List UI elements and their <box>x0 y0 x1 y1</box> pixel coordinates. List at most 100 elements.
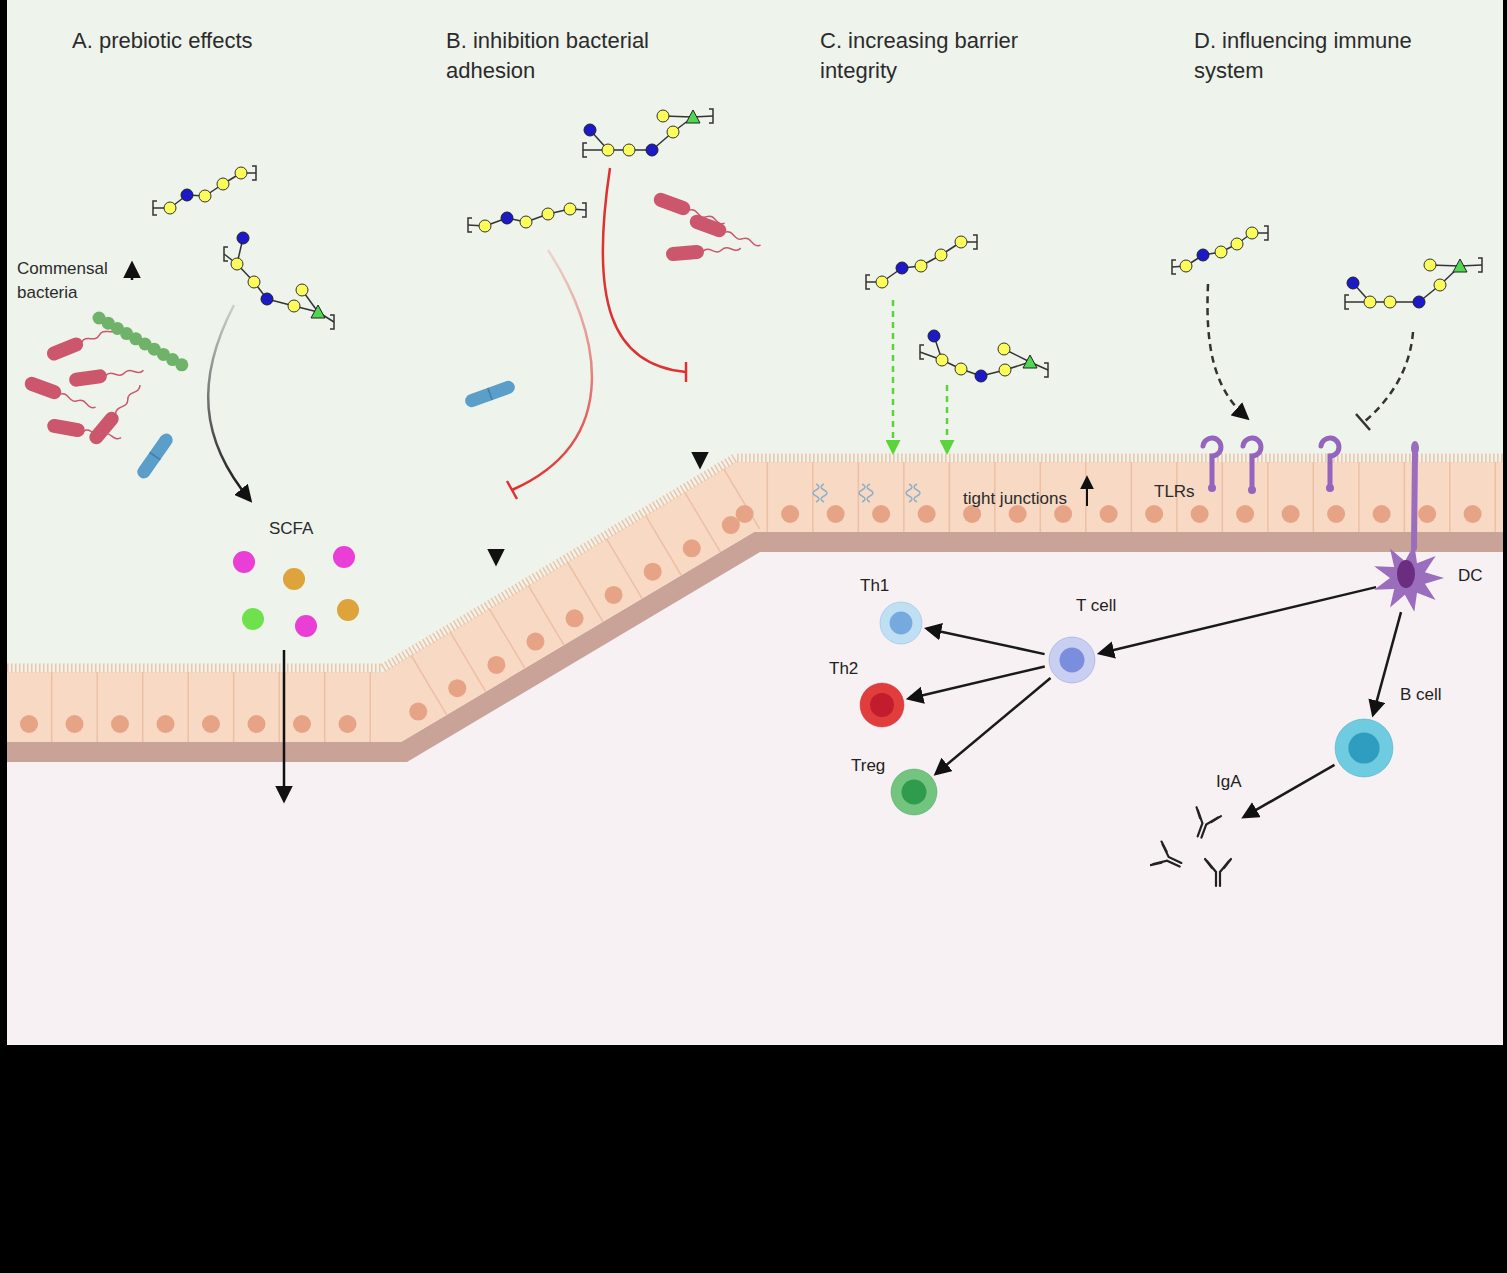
differentiation-arrow <box>1100 587 1376 653</box>
cell-membrane <box>891 769 937 815</box>
bracket <box>1478 258 1482 272</box>
antibody-chain <box>1187 807 1221 841</box>
glcnac-symbol <box>261 293 273 305</box>
galactose-symbol <box>479 220 491 232</box>
cell-nucleus <box>870 693 894 717</box>
inhibition-bar <box>1356 414 1370 430</box>
oligosaccharides <box>153 109 1482 382</box>
galactose-symbol <box>667 126 679 138</box>
antibody <box>1187 807 1221 841</box>
cell-border <box>606 539 642 599</box>
rod-body <box>665 244 704 261</box>
cell-nucleus <box>111 715 129 733</box>
th1-cell: Th1 <box>879 601 923 645</box>
epithelium <box>7 462 1503 742</box>
differentiation-arrow <box>936 678 1050 773</box>
glycan <box>224 232 334 329</box>
cell-border <box>567 562 603 622</box>
rod-body <box>86 409 121 447</box>
fucose-symbol <box>686 110 700 123</box>
dc-dendrite <box>1414 452 1415 548</box>
cell-membrane <box>860 683 904 727</box>
galactose-symbol <box>1215 246 1227 258</box>
rod-body <box>652 191 692 217</box>
bracket <box>252 166 256 180</box>
bacterium <box>463 379 516 409</box>
galactose-symbol <box>1364 296 1376 308</box>
rod-body <box>23 375 63 401</box>
cell-nucleus <box>827 505 845 523</box>
rod-body <box>463 379 516 409</box>
bracket <box>153 201 157 215</box>
glycan <box>153 166 256 215</box>
galactose-symbol <box>657 110 669 122</box>
cell-nucleus <box>157 715 175 733</box>
cell-nucleus <box>1418 505 1436 523</box>
panel-heading: C. increasing barrier integrity <box>820 26 1045 86</box>
differentiation-arrow <box>909 667 1045 699</box>
cell-nucleus <box>1236 505 1254 523</box>
galactose-symbol <box>955 236 967 248</box>
flagellum <box>724 231 761 247</box>
cell-nucleus <box>66 715 84 733</box>
cell-nucleus <box>526 633 544 651</box>
annotation: SCFA <box>269 517 329 541</box>
t-cell: T cell <box>1048 636 1096 684</box>
tlr-arrow <box>1207 284 1247 418</box>
cell-nucleus <box>448 679 466 697</box>
tlr-receptor <box>1203 438 1339 486</box>
cell-label: Th2 <box>829 659 858 679</box>
fucose-symbol <box>311 305 325 318</box>
cell-border <box>1495 462 1497 532</box>
galactose-symbol <box>1246 227 1258 239</box>
glycan <box>1345 258 1482 309</box>
cell-shape <box>890 768 938 816</box>
panel-heading: B. inhibition bacterial adhesion <box>446 26 686 86</box>
bacterium <box>86 381 145 447</box>
galactose-symbol <box>288 300 300 312</box>
cell-border <box>450 632 486 692</box>
rod-body <box>135 431 175 481</box>
cell-border <box>1404 462 1406 532</box>
flagellum <box>703 246 741 253</box>
cell-label: DC <box>1458 566 1483 586</box>
bracket <box>582 203 586 217</box>
cell-membrane <box>1335 719 1393 777</box>
inhibition-bar <box>685 362 688 382</box>
differentiation-arrow <box>1244 765 1334 817</box>
scfa-dot <box>333 546 355 568</box>
cell-nucleus <box>293 715 311 733</box>
bracket <box>866 275 870 289</box>
fucose-symbol <box>1023 355 1037 368</box>
increase-arrow <box>1086 478 1088 506</box>
dc-nucleus <box>1397 560 1415 588</box>
barrier-arrow <box>892 300 895 452</box>
galactose-symbol <box>231 258 243 270</box>
differentiation-arrow <box>927 629 1044 654</box>
glcnac-symbol <box>928 330 940 342</box>
cell-border <box>142 672 144 742</box>
epithelial-cells <box>20 462 1495 742</box>
cell-border <box>1131 462 1133 532</box>
panel-heading: D. influencing immune system <box>1194 26 1444 86</box>
treg-cell: Treg <box>890 768 938 816</box>
differentiation-arrow <box>1373 612 1401 714</box>
cell-border <box>96 672 98 742</box>
cell-border <box>1267 462 1269 532</box>
galactose-symbol <box>564 203 576 215</box>
bracket <box>224 247 228 261</box>
dendritic-cell: DC <box>1370 540 1450 618</box>
glycan <box>866 235 977 289</box>
galactose-symbol <box>520 216 532 228</box>
antibody-chain <box>1205 859 1231 886</box>
scfa-dot <box>295 615 317 637</box>
cell-border <box>51 672 53 742</box>
bracket <box>1264 226 1268 240</box>
cell-border <box>724 469 760 529</box>
tlr-receptor-base <box>1208 484 1334 494</box>
bracket <box>1345 295 1349 309</box>
glycan <box>468 203 586 232</box>
cell-nucleus <box>1348 732 1379 763</box>
